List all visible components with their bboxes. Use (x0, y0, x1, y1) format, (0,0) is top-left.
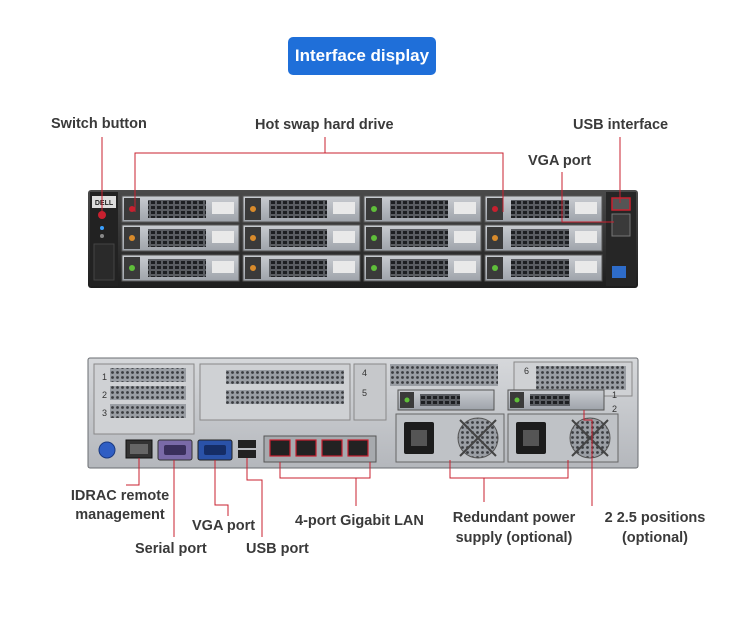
drive-tray (121, 224, 240, 252)
svg-text:1: 1 (102, 372, 107, 382)
drive-tray (121, 254, 240, 282)
svg-text:2: 2 (612, 404, 617, 414)
svg-text:4: 4 (362, 368, 367, 378)
front-leader-lines (101, 137, 621, 223)
rear-chassis: 1 2 3 4 5 6 1 2 (87, 357, 639, 469)
drive-tray (363, 254, 482, 282)
rear-25-drive-bays: 1 2 (397, 389, 617, 414)
label-rear-vga-port: VGA port (192, 518, 256, 534)
dell-logo-icon (92, 196, 116, 208)
svg-text:5: 5 (362, 388, 367, 398)
system-id-icon (98, 441, 116, 459)
label-usb-interface: USB interface (573, 117, 669, 133)
drive-tray (363, 195, 482, 223)
drive-tray (484, 195, 603, 223)
drive-tray (484, 224, 603, 252)
rear-leader-lines (126, 410, 593, 537)
drive-tray (242, 254, 361, 282)
label-front-vga-port: VGA port (528, 153, 592, 169)
label-hot-swap-drive: Hot swap hard drive (255, 117, 394, 133)
drive-tray (484, 254, 603, 282)
label-25-positions: 2 2.5 positions(optional) (604, 510, 706, 546)
svg-text:3: 3 (102, 408, 107, 418)
front-usb-icon (611, 197, 631, 211)
label-switch-button: Switch button (51, 116, 147, 132)
title-badge: Interface display (288, 37, 436, 75)
drive-tray (242, 224, 361, 252)
label-4port-lan: 4-port Gigabit LAN (295, 513, 424, 529)
drive-bays (121, 195, 603, 282)
svg-text:DELL: DELL (95, 200, 114, 207)
drive-tray (121, 195, 240, 223)
label-serial-port: Serial port (135, 541, 207, 557)
lan-ports-icon (263, 435, 377, 463)
drive-tray (363, 224, 482, 252)
power-switch-icon (98, 211, 106, 219)
svg-text:1: 1 (612, 390, 617, 400)
svg-text:2: 2 (102, 390, 107, 400)
rear-usb-port-icon (238, 440, 256, 448)
power-supply-units (395, 413, 619, 463)
svg-text:6: 6 (524, 366, 529, 376)
front-vga-icon (611, 213, 631, 237)
drive-tray (242, 195, 361, 223)
label-usb-port: USB port (246, 541, 309, 557)
